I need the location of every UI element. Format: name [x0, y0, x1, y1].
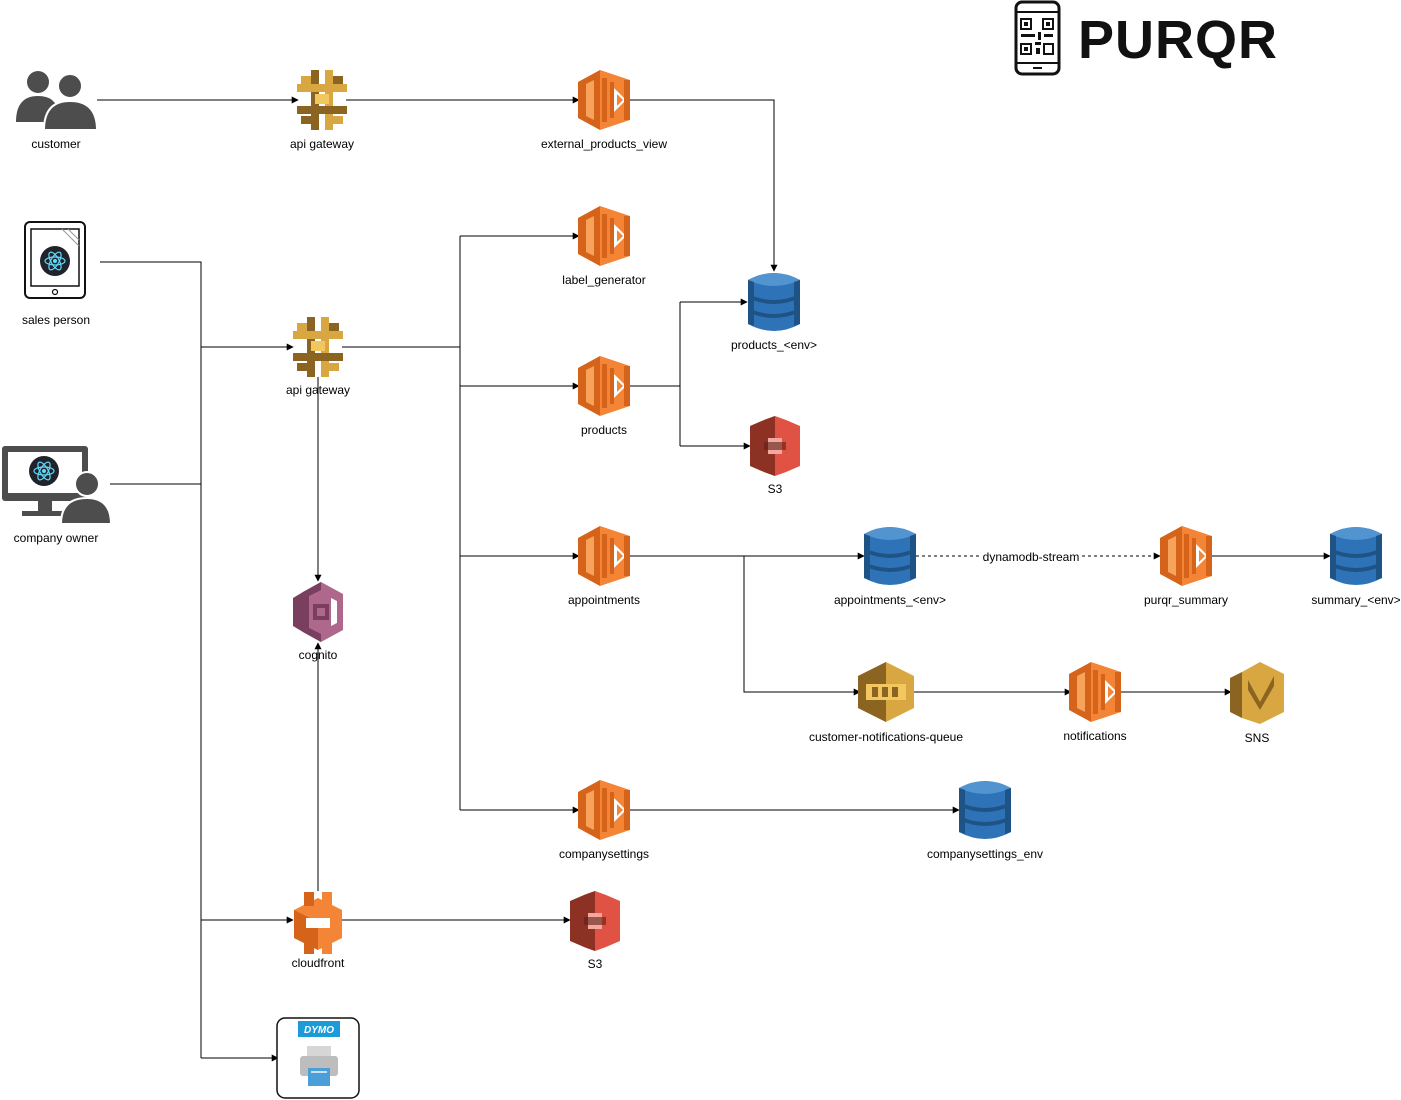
- lambda-icon: [1069, 662, 1121, 722]
- node-label-api-gateway-top: api gateway: [290, 137, 354, 151]
- node-dymo-printer[interactable]: DYMO: [276, 1017, 360, 1099]
- edge-appointments-queue: [743, 556, 861, 696]
- node-products-table[interactable]: products_<env>: [731, 273, 817, 352]
- node-label-cognito: cognito: [299, 648, 338, 662]
- s3-icon: [570, 891, 620, 951]
- node-appointments[interactable]: appointments: [568, 526, 640, 607]
- lambda-icon: [578, 780, 630, 840]
- node-label-products-table: products_<env>: [731, 338, 817, 352]
- node-label-external-products-view: external_products_view: [541, 137, 667, 151]
- lambda-icon: [578, 70, 630, 130]
- node-cognito[interactable]: cognito: [293, 582, 343, 662]
- desktop-user-react-icon: [2, 446, 113, 525]
- cognito-icon: [293, 582, 343, 642]
- node-label-appointments-table: appointments_<env>: [834, 593, 946, 607]
- node-label-company-owner: company owner: [14, 531, 99, 545]
- lambda-icon: [578, 526, 630, 586]
- node-label-label-generator: label_generator: [562, 273, 645, 287]
- node-label-notifications: notifications: [1063, 729, 1126, 743]
- node-label-purqr-summary: purqr_summary: [1144, 593, 1228, 607]
- node-cloudfront[interactable]: cloudfront: [292, 892, 345, 970]
- node-label-sales-person: sales person: [22, 313, 90, 327]
- dymo-logo-text: DYMO: [304, 1025, 334, 1036]
- cloudfront-icon: [294, 892, 342, 954]
- dynamodb-icon: [1330, 527, 1382, 585]
- node-label-s3-products: S3: [768, 482, 783, 496]
- node-label-customer: customer: [31, 137, 80, 151]
- node-sales-person[interactable]: sales person: [22, 221, 90, 327]
- node-label-appointments: appointments: [568, 593, 640, 607]
- dynamodb-icon: [748, 273, 800, 331]
- node-company-owner[interactable]: company owner: [2, 446, 113, 545]
- node-products[interactable]: products: [578, 356, 630, 437]
- node-companysettings[interactable]: companysettings: [559, 780, 649, 861]
- lambda-icon: [1160, 526, 1212, 586]
- node-label-companysettings: companysettings: [559, 847, 649, 861]
- node-label-cloudfront: cloudfront: [292, 956, 345, 970]
- brand-logo: PURQR: [1014, 0, 1278, 76]
- node-api-gateway-main[interactable]: api gateway: [286, 317, 350, 397]
- brand-name: PURQR: [1078, 10, 1278, 70]
- node-sns[interactable]: SNS: [1230, 662, 1284, 745]
- edges: [97, 96, 1331, 1062]
- phone-qr-icon: [1014, 0, 1061, 76]
- lambda-icon: [578, 206, 630, 266]
- s3-icon: [750, 416, 800, 476]
- sns-icon: [1230, 662, 1284, 724]
- node-label-s3-cloudfront: S3: [588, 957, 603, 971]
- printer-icon: [300, 1046, 338, 1086]
- node-label-sns: SNS: [1245, 731, 1270, 745]
- node-label-products: products: [581, 423, 627, 437]
- node-label-companysettings-table: companysettings_env: [927, 847, 1043, 861]
- node-customer-notifications-queue[interactable]: customer-notifications-queue: [809, 662, 963, 744]
- lambda-icon: [578, 356, 630, 416]
- node-label-summary-table: summary_<env>: [1311, 593, 1400, 607]
- node-notifications[interactable]: notifications: [1063, 662, 1127, 743]
- users-icon: [16, 71, 99, 131]
- api-gateway-icon: [293, 317, 343, 377]
- node-appointments-table[interactable]: appointments_<env>: [834, 527, 946, 607]
- node-external-products-view[interactable]: external_products_view: [541, 70, 667, 151]
- edge-label-dynamodb-stream: dynamodb-stream: [983, 550, 1080, 564]
- dymo-logo: DYMO: [298, 1021, 340, 1037]
- api-gateway-icon: [297, 70, 347, 130]
- node-api-gateway-top[interactable]: api gateway: [290, 70, 354, 151]
- node-s3-cloudfront[interactable]: S3: [570, 891, 620, 971]
- tablet-react-icon: [24, 221, 86, 299]
- node-label-customer-notifications-queue: customer-notifications-queue: [809, 730, 963, 744]
- node-s3-products[interactable]: S3: [750, 416, 800, 496]
- node-label-api-gateway-main: api gateway: [286, 383, 350, 397]
- edge-external-products-view-products-table: [628, 99, 778, 272]
- node-label-generator[interactable]: label_generator: [562, 206, 646, 287]
- node-customer[interactable]: customer: [16, 71, 99, 151]
- dynamodb-icon: [959, 781, 1011, 839]
- dynamodb-icon: [864, 527, 916, 585]
- node-summary-table[interactable]: summary_<env>: [1311, 527, 1401, 607]
- node-purqr-summary[interactable]: purqr_summary: [1144, 526, 1228, 607]
- node-companysettings-table[interactable]: companysettings_env: [927, 781, 1043, 861]
- edge-sales-person-trunk: [100, 261, 202, 1058]
- sqs-icon: [858, 662, 914, 722]
